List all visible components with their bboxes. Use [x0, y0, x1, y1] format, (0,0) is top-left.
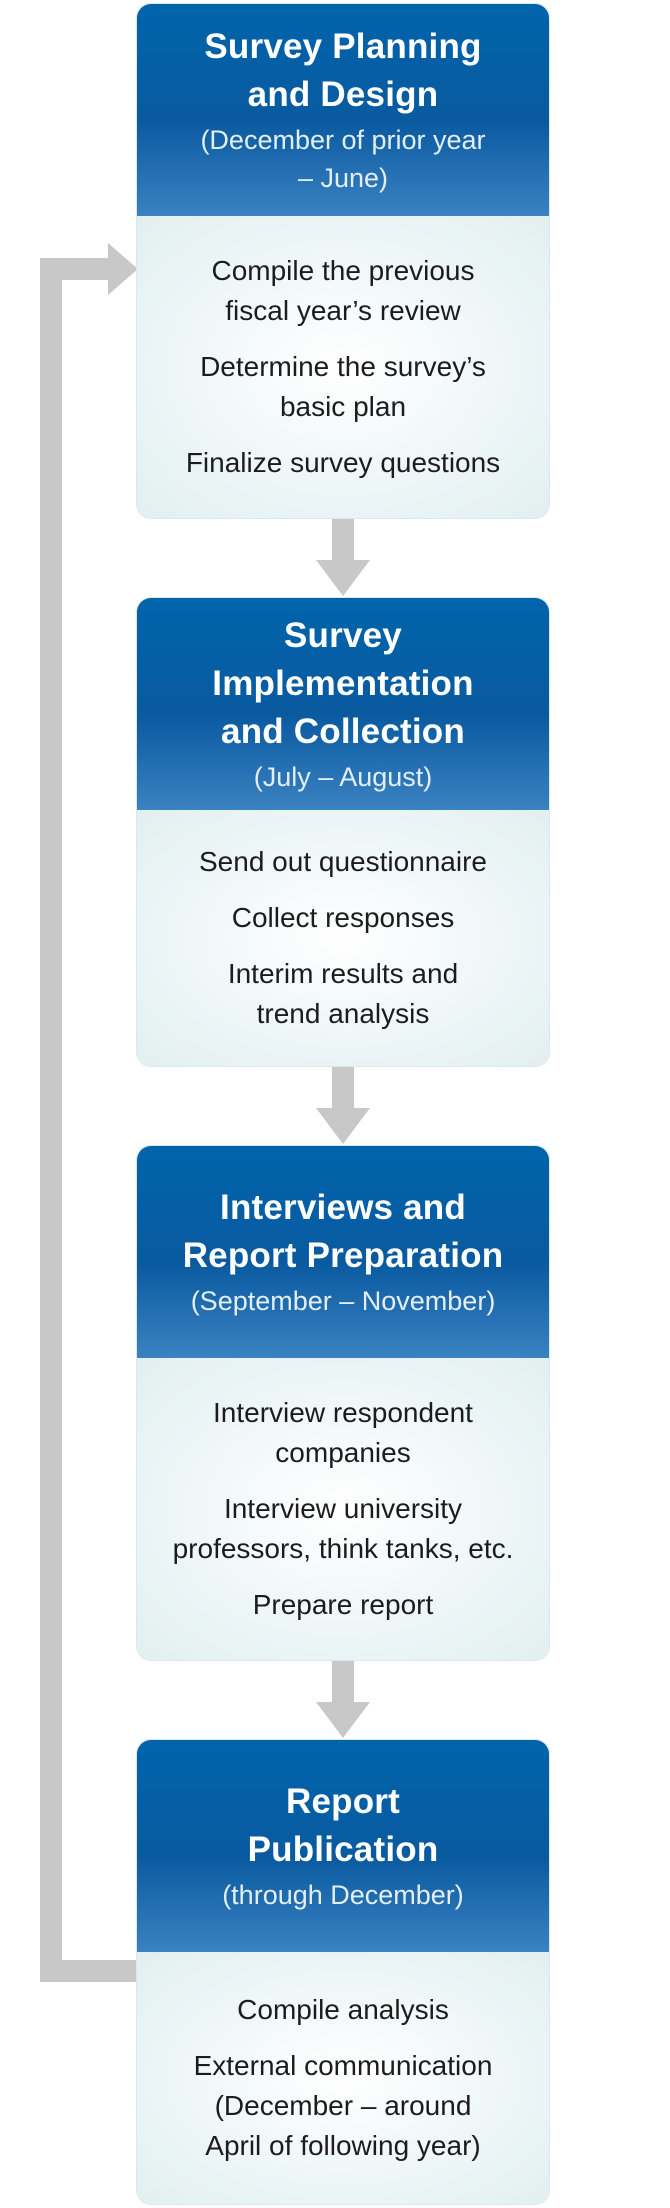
step-item: Interview university professors, think t… [172, 1493, 514, 1564]
step-item: Collect responses [231, 902, 455, 933]
phase-title: Report Publication [247, 1782, 439, 1869]
phase-header: Report Publication (through December) [137, 1740, 549, 1952]
step-item: Send out questionnaire [199, 846, 487, 877]
phase-steps: Compile the previous fiscal year’s revie… [137, 216, 549, 518]
down-arrow-1 [316, 518, 370, 596]
phase-box-implementation: Survey Implementation and Collection (Ju… [137, 598, 549, 1066]
phase-period: (July – August) [253, 762, 433, 792]
phase-box-planning: Survey Planning and Design (December of … [137, 4, 549, 518]
step-item: External communication (December – aroun… [193, 2050, 493, 2161]
phase-period: (through December) [222, 1880, 464, 1910]
step-item: Interview respondent companies [213, 1397, 473, 1468]
phase-box-publication: Report Publication (through December) Co… [137, 1740, 549, 2204]
phase-title: Survey Implementation and Collection [212, 616, 474, 751]
down-arrow-3 [316, 1660, 370, 1738]
phase-header: Survey Implementation and Collection (Ju… [137, 598, 549, 810]
phase-period: (September – November) [190, 1286, 496, 1316]
phase-steps: Interview respondent companies Interview… [137, 1358, 549, 1660]
loop-back-arrow [40, 243, 138, 1982]
phase-header: Interviews and Report Preparation (Septe… [137, 1146, 549, 1358]
step-item: Determine the survey’s basic plan [200, 351, 486, 422]
step-item: Interim results and trend analysis [227, 958, 459, 1029]
step-item: Compile the previous fiscal year’s revie… [211, 255, 475, 326]
phase-period: (December of prior year – June) [200, 125, 486, 193]
phase-steps: Send out questionnaire Collect responses… [137, 810, 549, 1066]
phase-header: Survey Planning and Design (December of … [137, 4, 549, 216]
phase-steps: Compile analysis External communication … [137, 1952, 549, 2204]
step-item: Finalize survey questions [185, 447, 501, 478]
phase-title: Interviews and Report Preparation [182, 1188, 504, 1275]
phase-box-interviews: Interviews and Report Preparation (Septe… [137, 1146, 549, 1660]
phase-title: Survey Planning and Design [204, 27, 482, 114]
step-item: Compile analysis [237, 1994, 449, 2025]
step-item: Prepare report [252, 1589, 434, 1620]
down-arrow-2 [316, 1066, 370, 1144]
